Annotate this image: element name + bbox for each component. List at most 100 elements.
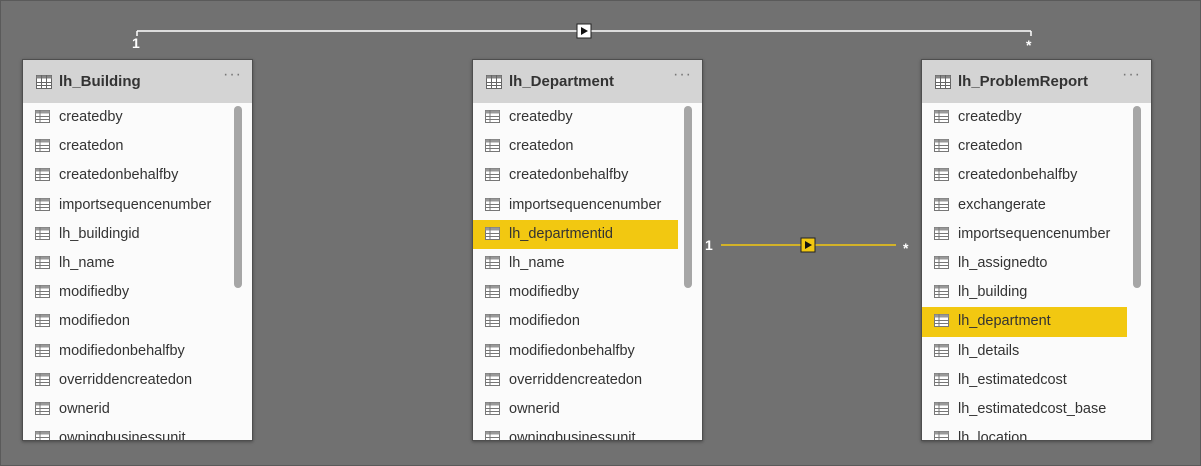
table-title: lh_Building	[59, 73, 141, 90]
field-row[interactable]: createdonbehalfby	[922, 161, 1127, 190]
field-row[interactable]: overriddencreatedon	[23, 366, 228, 395]
field-row[interactable]: lh_estimatedcost_base	[922, 395, 1127, 424]
column-icon	[934, 110, 949, 127]
field-row[interactable]: modifiedby	[473, 278, 678, 307]
cardinality-many: *	[1026, 37, 1032, 53]
scrollbar[interactable]	[684, 106, 692, 288]
field-name: lh_name	[509, 254, 565, 271]
column-icon	[35, 255, 50, 273]
field-row[interactable]: createdonbehalfby	[23, 161, 228, 190]
field-row[interactable]: ownerid	[23, 395, 228, 424]
field-name: modifiedon	[509, 313, 580, 330]
column-icon	[35, 226, 50, 244]
field-row[interactable]: lh_buildingid	[23, 220, 228, 249]
column-icon	[35, 168, 50, 185]
field-row[interactable]: modifiedby	[23, 278, 228, 307]
column-icon	[934, 197, 949, 215]
column-icon	[934, 431, 949, 440]
field-name: createdonbehalfby	[59, 167, 179, 184]
field-name: lh_location	[958, 430, 1028, 441]
field-name: modifiedby	[59, 284, 130, 301]
column-icon	[934, 401, 949, 419]
more-options-icon[interactable]: ···	[1122, 66, 1141, 83]
field-row[interactable]: overriddencreatedon	[473, 366, 678, 395]
scrollbar[interactable]	[234, 106, 242, 288]
field-row[interactable]: lh_name	[23, 249, 228, 278]
field-row[interactable]: createdon	[23, 132, 228, 161]
field-row[interactable]: lh_building	[922, 278, 1127, 307]
table-title: lh_Department	[509, 73, 615, 90]
field-row[interactable]: modifiedon	[23, 307, 228, 336]
direction-arrow-icon	[800, 237, 816, 253]
field-name: createdby	[509, 109, 573, 125]
scrollbar[interactable]	[1133, 106, 1141, 288]
field-row[interactable]: lh_name	[473, 249, 678, 278]
field-row[interactable]: owningbusinessunit	[23, 424, 228, 440]
column-icon	[485, 197, 500, 215]
table-card-header[interactable]: lh_Building ···	[23, 60, 252, 103]
column-icon	[35, 401, 50, 419]
more-options-icon[interactable]: ···	[673, 66, 692, 83]
field-name: lh_details	[958, 342, 1020, 359]
field-row[interactable]: lh_location	[922, 424, 1127, 441]
field-name: createdon	[509, 138, 574, 155]
field-row[interactable]: importsequencenumber	[473, 191, 678, 220]
column-icon	[934, 372, 949, 390]
column-icon	[934, 314, 949, 331]
field-row[interactable]: createdonbehalfby	[473, 161, 678, 190]
field-row[interactable]: lh_departmentid	[473, 219, 678, 249]
column-icon	[934, 226, 949, 244]
field-name: lh_building	[958, 284, 1028, 301]
table-card-lh-department[interactable]: lh_Department ··· createdby createdon crea…	[472, 59, 703, 441]
field-row[interactable]: ownerid	[473, 395, 678, 424]
table-card-header[interactable]: lh_ProblemReport ···	[922, 60, 1151, 103]
column-icon	[485, 226, 500, 244]
column-icon	[934, 255, 949, 273]
field-name: lh_departmentid	[509, 225, 613, 242]
table-title: lh_ProblemReport	[958, 73, 1089, 90]
column-icon	[35, 197, 50, 215]
field-row[interactable]: createdby	[473, 103, 678, 132]
column-icon	[485, 110, 500, 127]
field-row[interactable]: lh_estimatedcost	[922, 366, 1127, 395]
direction-arrow-icon	[576, 23, 592, 39]
field-row[interactable]: exchangerate	[922, 191, 1127, 220]
field-row[interactable]: createdby	[23, 103, 228, 132]
field-row[interactable]: owningbusinessunit	[473, 424, 678, 440]
field-name: importsequencenumber	[509, 196, 662, 213]
column-icon	[485, 401, 500, 419]
field-row[interactable]: importsequencenumber	[922, 220, 1127, 249]
field-list: createdby createdon createdonbehalfby impor…	[23, 103, 252, 440]
field-name: ownerid	[59, 400, 110, 417]
table-card-header[interactable]: lh_Department ···	[473, 60, 702, 103]
field-name: importsequencenumber	[59, 196, 212, 213]
field-name: lh_assignedto	[958, 254, 1048, 271]
column-icon	[35, 431, 50, 440]
field-row[interactable]: createdby	[922, 103, 1127, 132]
field-row[interactable]: lh_assignedto	[922, 249, 1127, 278]
field-row[interactable]: modifiedon	[473, 307, 678, 336]
field-row[interactable]: lh_details	[922, 337, 1127, 366]
field-name: lh_estimatedcost_base	[958, 400, 1107, 417]
field-row[interactable]: modifiedonbehalfby	[473, 337, 678, 366]
field-row[interactable]: importsequencenumber	[23, 191, 228, 220]
field-row[interactable]: createdon	[473, 132, 678, 161]
more-options-icon[interactable]: ···	[223, 66, 242, 83]
field-name: lh_name	[59, 254, 115, 271]
field-name: lh_buildingid	[59, 225, 140, 242]
field-row[interactable]: lh_department	[922, 307, 1127, 337]
field-row[interactable]: createdon	[922, 132, 1127, 161]
cardinality-many: *	[903, 240, 909, 256]
field-name: overriddencreatedon	[59, 371, 193, 388]
table-icon	[486, 75, 502, 94]
field-row[interactable]: modifiedonbehalfby	[23, 337, 228, 366]
column-icon	[35, 285, 50, 302]
column-icon	[485, 343, 500, 361]
field-name: createdon	[59, 138, 124, 155]
column-icon	[485, 431, 500, 440]
